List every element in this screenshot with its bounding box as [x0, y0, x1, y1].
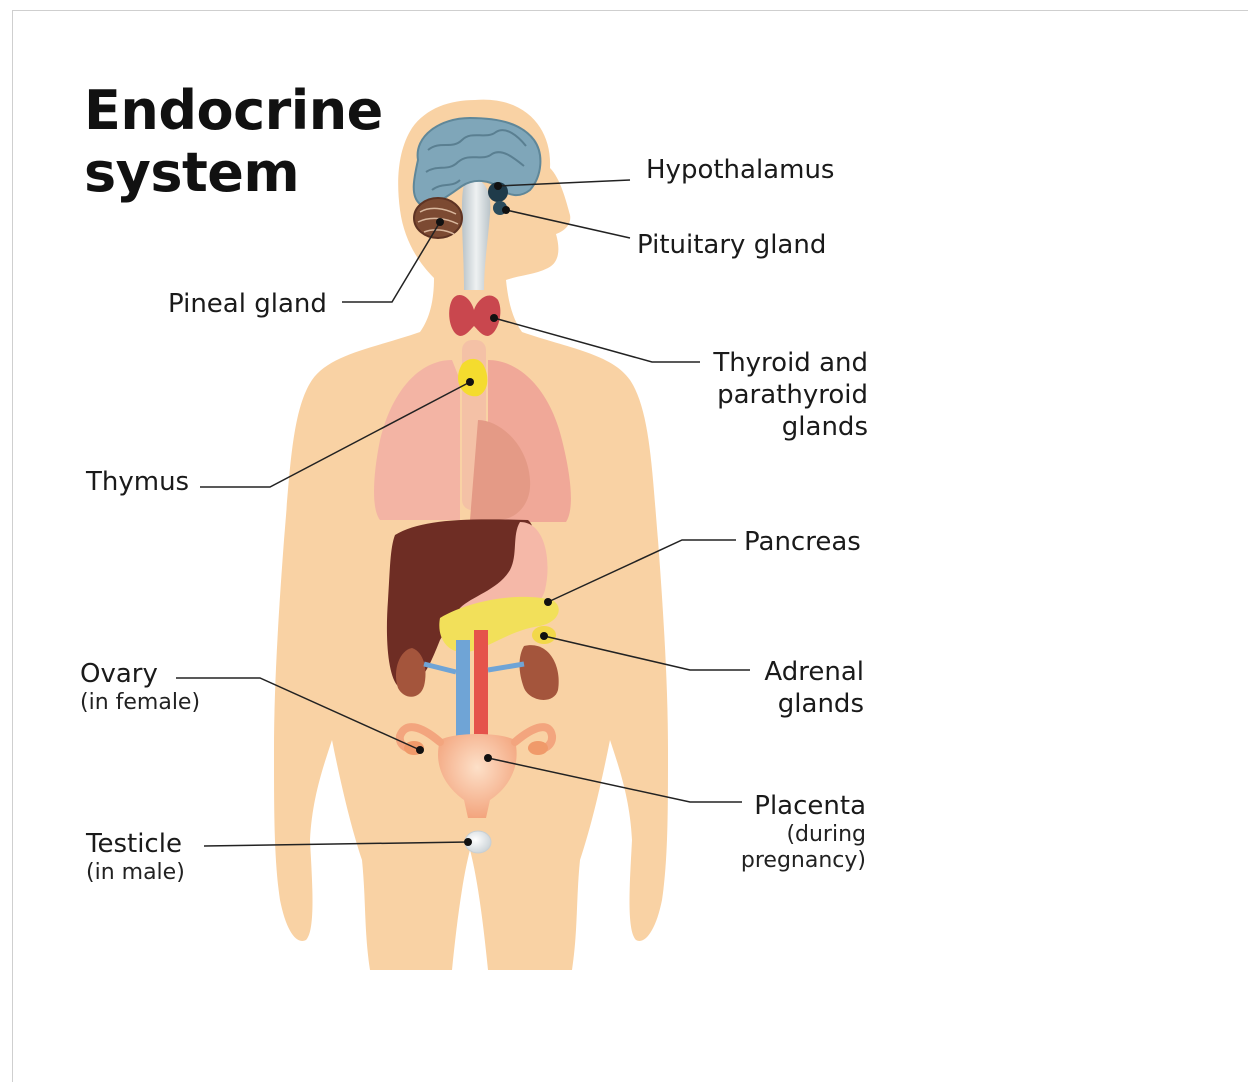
label-thyroid-line-1: Thyroid and — [700, 347, 868, 379]
label-adrenal: Adrenal glands — [740, 656, 864, 720]
label-hypothalamus: Hypothalamus — [646, 154, 834, 186]
label-pineal-gland: Pineal gland — [168, 288, 327, 320]
label-testicle-main: Testicle — [86, 828, 185, 860]
label-placenta-sub-1: (during — [720, 822, 866, 848]
label-pituitary-gland: Pituitary gland — [637, 229, 826, 261]
label-placenta-sub-2: pregnancy) — [720, 848, 866, 874]
label-thymus: Thymus — [86, 466, 189, 498]
label-ovary-sub: (in female) — [80, 690, 200, 716]
label-adrenal-line-2: glands — [740, 688, 864, 720]
aorta — [474, 630, 488, 740]
label-thyroid: Thyroid and parathyroid glands — [700, 347, 868, 443]
title-line-1: Endocrine — [84, 80, 383, 142]
label-placenta-main: Placenta — [720, 790, 866, 822]
label-thyroid-line-3: glands — [700, 411, 868, 443]
label-ovary-main: Ovary — [80, 658, 200, 690]
label-pancreas: Pancreas — [744, 526, 861, 558]
label-testicle-sub: (in male) — [86, 860, 185, 886]
label-thyroid-line-2: parathyroid — [700, 379, 868, 411]
title-line-2: system — [84, 142, 383, 204]
label-testicle: Testicle (in male) — [86, 828, 185, 886]
label-placenta: Placenta (during pregnancy) — [720, 790, 866, 874]
right-ovary — [528, 741, 548, 755]
diagram-title: Endocrine system — [84, 80, 383, 204]
vena-cava — [456, 640, 470, 740]
label-ovary: Ovary (in female) — [80, 658, 200, 716]
label-adrenal-line-1: Adrenal — [740, 656, 864, 688]
